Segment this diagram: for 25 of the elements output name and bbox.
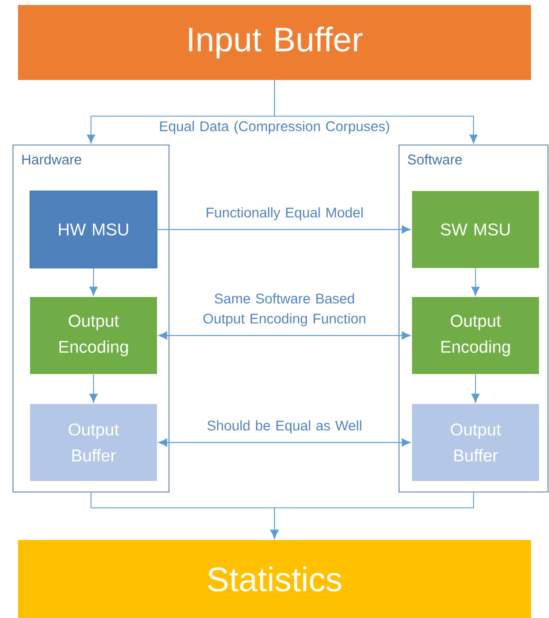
arrow	[471, 268, 480, 296]
edge-label: Equal Data (Compression Corpuses)	[160, 120, 390, 134]
process-box: SW MSU	[412, 191, 539, 268]
process-box: Output Buffer	[30, 404, 157, 481]
arrow	[274, 80, 478, 144]
group-heading: Software	[408, 154, 462, 164]
title-banner: Statistics	[18, 540, 531, 618]
arrow	[471, 374, 480, 403]
process-box: Output Encoding	[412, 297, 539, 374]
process-box: HW MSU	[30, 190, 158, 268]
title-banner: Input Buffer	[18, 5, 531, 80]
arrow	[89, 268, 98, 296]
group-heading: Hardware	[22, 154, 82, 164]
edge-label: Functionally Equal Model	[206, 207, 363, 220]
process-box: Output Encoding	[30, 297, 157, 374]
arrow	[89, 374, 98, 403]
arrow	[270, 492, 474, 539]
edge-label: Same Software Based Output Encoding Function	[203, 293, 366, 326]
group-frame	[12, 144, 170, 492]
arrow	[156, 225, 411, 234]
group-frame	[398, 144, 548, 492]
arrow	[158, 438, 411, 447]
process-box: Output Buffer	[412, 404, 539, 481]
edge-label: Should be Equal as Well	[207, 420, 362, 434]
arrow	[158, 331, 411, 340]
